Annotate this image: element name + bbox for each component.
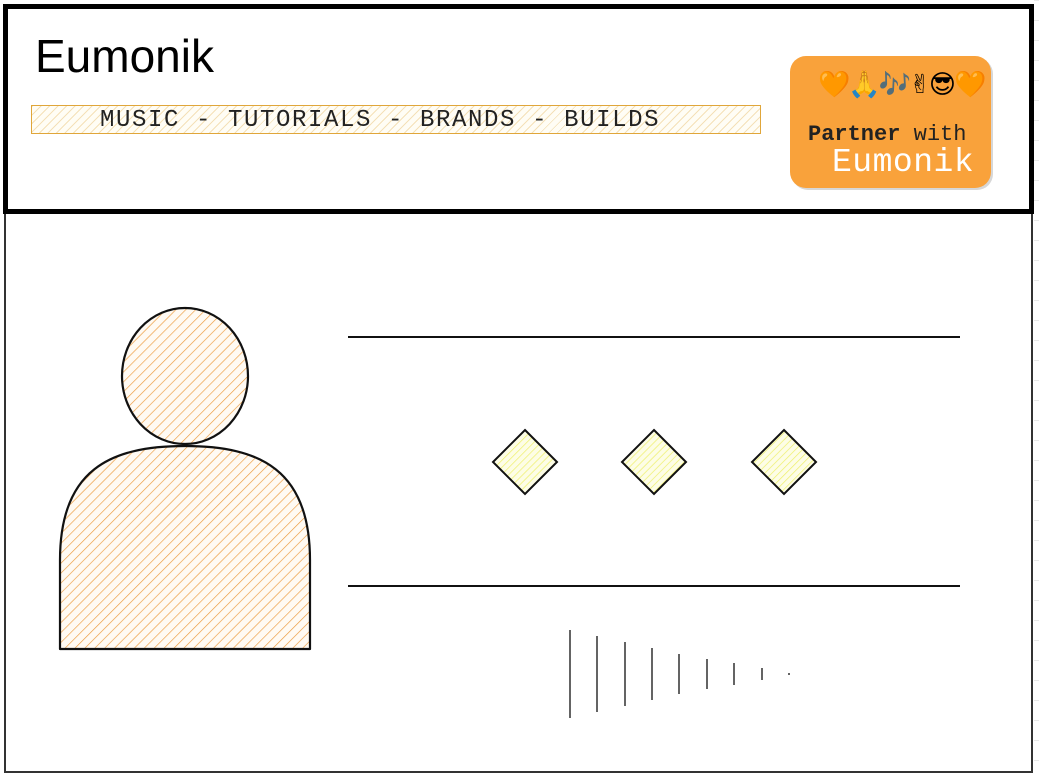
content-card — [4, 210, 1033, 773]
site-header: Eumonik MUSIC - TUTORIALS - BRANDS - BUI… — [3, 4, 1034, 214]
descending-bars-icon — [569, 630, 790, 718]
partner-button[interactable]: 🧡🙏🎶✌😎🧡 Partner with Eumonik — [790, 56, 991, 188]
rating-row — [491, 428, 818, 496]
person-silhouette-icon — [58, 306, 312, 651]
diamond-icon — [491, 428, 559, 496]
partner-brand: Eumonik — [832, 144, 975, 181]
diamond-icon — [750, 428, 818, 496]
tagline-text: MUSIC - TUTORIALS - BRANDS - BUILDS — [100, 107, 661, 134]
partner-emoji-row: 🧡🙏🎶✌😎🧡 — [818, 70, 986, 100]
partner-label-rest: with — [900, 122, 967, 147]
partner-label-bold: Partner — [808, 122, 901, 147]
tagline-bar: MUSIC - TUTORIALS - BRANDS - BUILDS — [31, 105, 761, 134]
site-title[interactable]: Eumonik — [35, 30, 214, 82]
edge-grid — [1034, 0, 1039, 777]
partner-label: Partner with — [808, 122, 966, 147]
diamond-icon — [620, 428, 688, 496]
